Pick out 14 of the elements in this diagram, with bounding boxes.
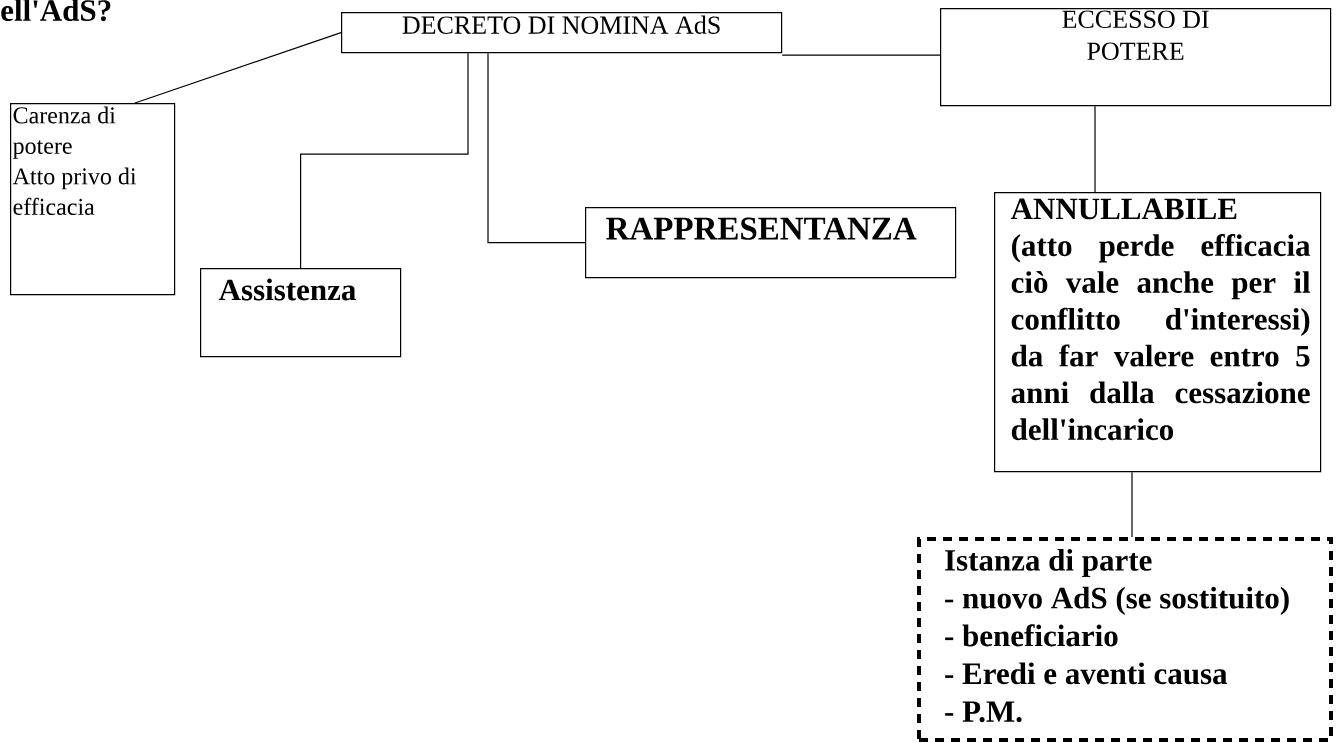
connector bbox=[300, 52, 469, 269]
text-box: ECCESSO DI POTERE bbox=[940, 8, 1332, 107]
connector bbox=[781, 54, 941, 56]
dashed-box: Istanza di parte - nuovo AdS (se sostituito) - beneficiario - Eredi e aventi causa - P.M. bbox=[917, 537, 1333, 742]
text-box: Assistenza bbox=[200, 268, 402, 358]
text-box: ANNULLABILE (atto perde efficacia ciò vale anche per il conflitto d'interessi) da far valere entro 5 anni dalla cessazione dell'incarico bbox=[994, 192, 1322, 473]
connector bbox=[1131, 471, 1133, 538]
text-box: Carenza di potere Atto privo di efficacia bbox=[10, 103, 176, 296]
title: ell'AdS? bbox=[1, 0, 111, 22]
connector bbox=[134, 32, 342, 104]
heading-box: DECRETO DI NOMINA AdS bbox=[341, 12, 783, 54]
connector bbox=[1094, 105, 1096, 193]
connector bbox=[487, 52, 586, 244]
text-box: RAPPRESENTANZA bbox=[585, 207, 957, 279]
